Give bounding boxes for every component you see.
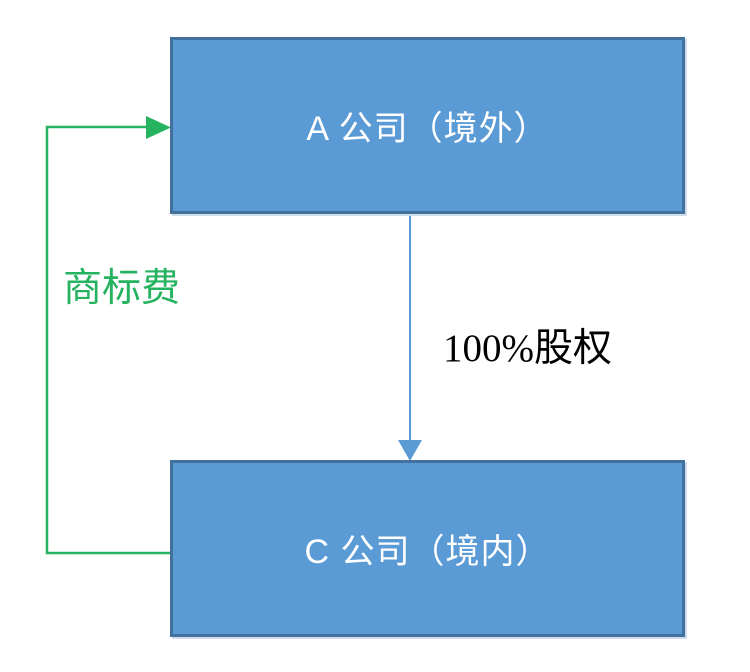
- equity-arrow-label: 100%股权: [443, 327, 612, 370]
- trademark-fee-arrowhead-icon: [146, 116, 171, 139]
- node-company-a: A 公司（境外）: [170, 37, 685, 214]
- trademark-fee-arrow-line: [45, 125, 170, 555]
- equity-arrowhead-icon: [398, 440, 422, 461]
- equity-arrow: [398, 215, 422, 461]
- trademark-fee-arrow: [45, 116, 171, 555]
- node-company-c: C 公司（境内）: [170, 460, 685, 637]
- node-company-a-label: A 公司（境外）: [306, 110, 549, 148]
- trademark-fee-label: 商标费: [63, 267, 181, 310]
- node-company-c-label: C 公司（境内）: [304, 533, 551, 571]
